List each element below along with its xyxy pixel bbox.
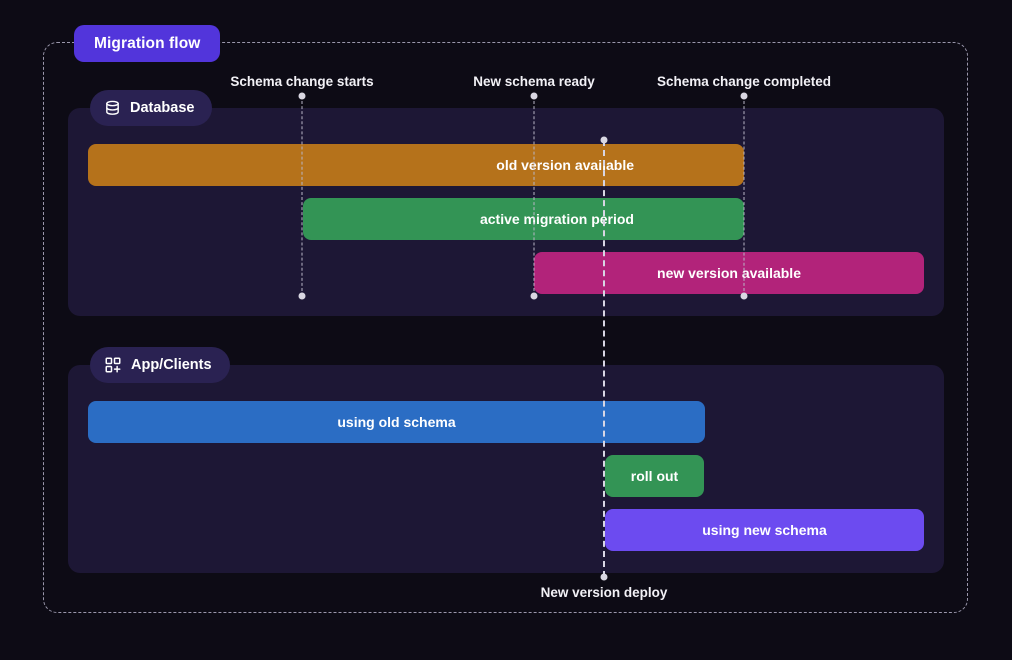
apps-grid-plus-icon — [104, 356, 122, 374]
milestone-dot-top — [740, 92, 748, 100]
bar-roll-out: roll out — [605, 455, 704, 497]
diagram-outer-frame — [43, 42, 968, 613]
milestone-dot-top — [298, 92, 306, 100]
bar-label-old-version-available: old version available — [496, 157, 634, 173]
milestone-line — [533, 96, 535, 296]
milestone-line-deploy — [603, 140, 605, 577]
bar-label-using-new-schema: using new schema — [702, 522, 827, 538]
milestone-label-schema-change-starts: Schema change starts — [230, 74, 374, 89]
milestone-label-schema-change-completed: Schema change completed — [656, 74, 832, 89]
milestone-label-new-version-deploy: New version deploy — [540, 585, 668, 600]
bar-label-roll-out: roll out — [630, 468, 679, 484]
bar-using-old-schema: using old schema — [88, 401, 705, 443]
lane-chip-database: Database — [90, 90, 213, 126]
bar-active-migration-period: active migration period — [303, 198, 744, 240]
lane-chip-label-app-clients: App/Clients — [131, 357, 212, 373]
bar-label-using-old-schema: using old schema — [337, 414, 456, 430]
milestone-dot-bottom — [600, 573, 608, 581]
milestone-dot-top — [530, 92, 538, 100]
milestone-dot-bottom — [740, 292, 748, 300]
bar-new-version-available: new version available — [534, 252, 924, 294]
milestone-dot-bottom — [298, 292, 306, 300]
milestone-dot-bottom — [530, 292, 538, 300]
lane-chip-label-database: Database — [130, 100, 195, 116]
bar-using-new-schema: using new schema — [605, 509, 924, 551]
milestone-label-new-schema-ready: New schema ready — [473, 74, 595, 89]
milestone-line — [743, 96, 745, 296]
migration-flow-title: Migration flow — [94, 34, 201, 52]
bar-old-version-available: old version available — [88, 144, 744, 186]
bar-label-new-version-available: new version available — [657, 265, 801, 281]
lane-chip-app-clients: App/Clients — [90, 347, 230, 383]
bar-label-active-migration-period: active migration period — [479, 211, 634, 227]
milestone-dot-top — [600, 136, 608, 144]
database-icon — [104, 100, 121, 117]
milestone-line — [301, 96, 303, 296]
migration-flow-badge: Migration flow — [74, 25, 221, 62]
